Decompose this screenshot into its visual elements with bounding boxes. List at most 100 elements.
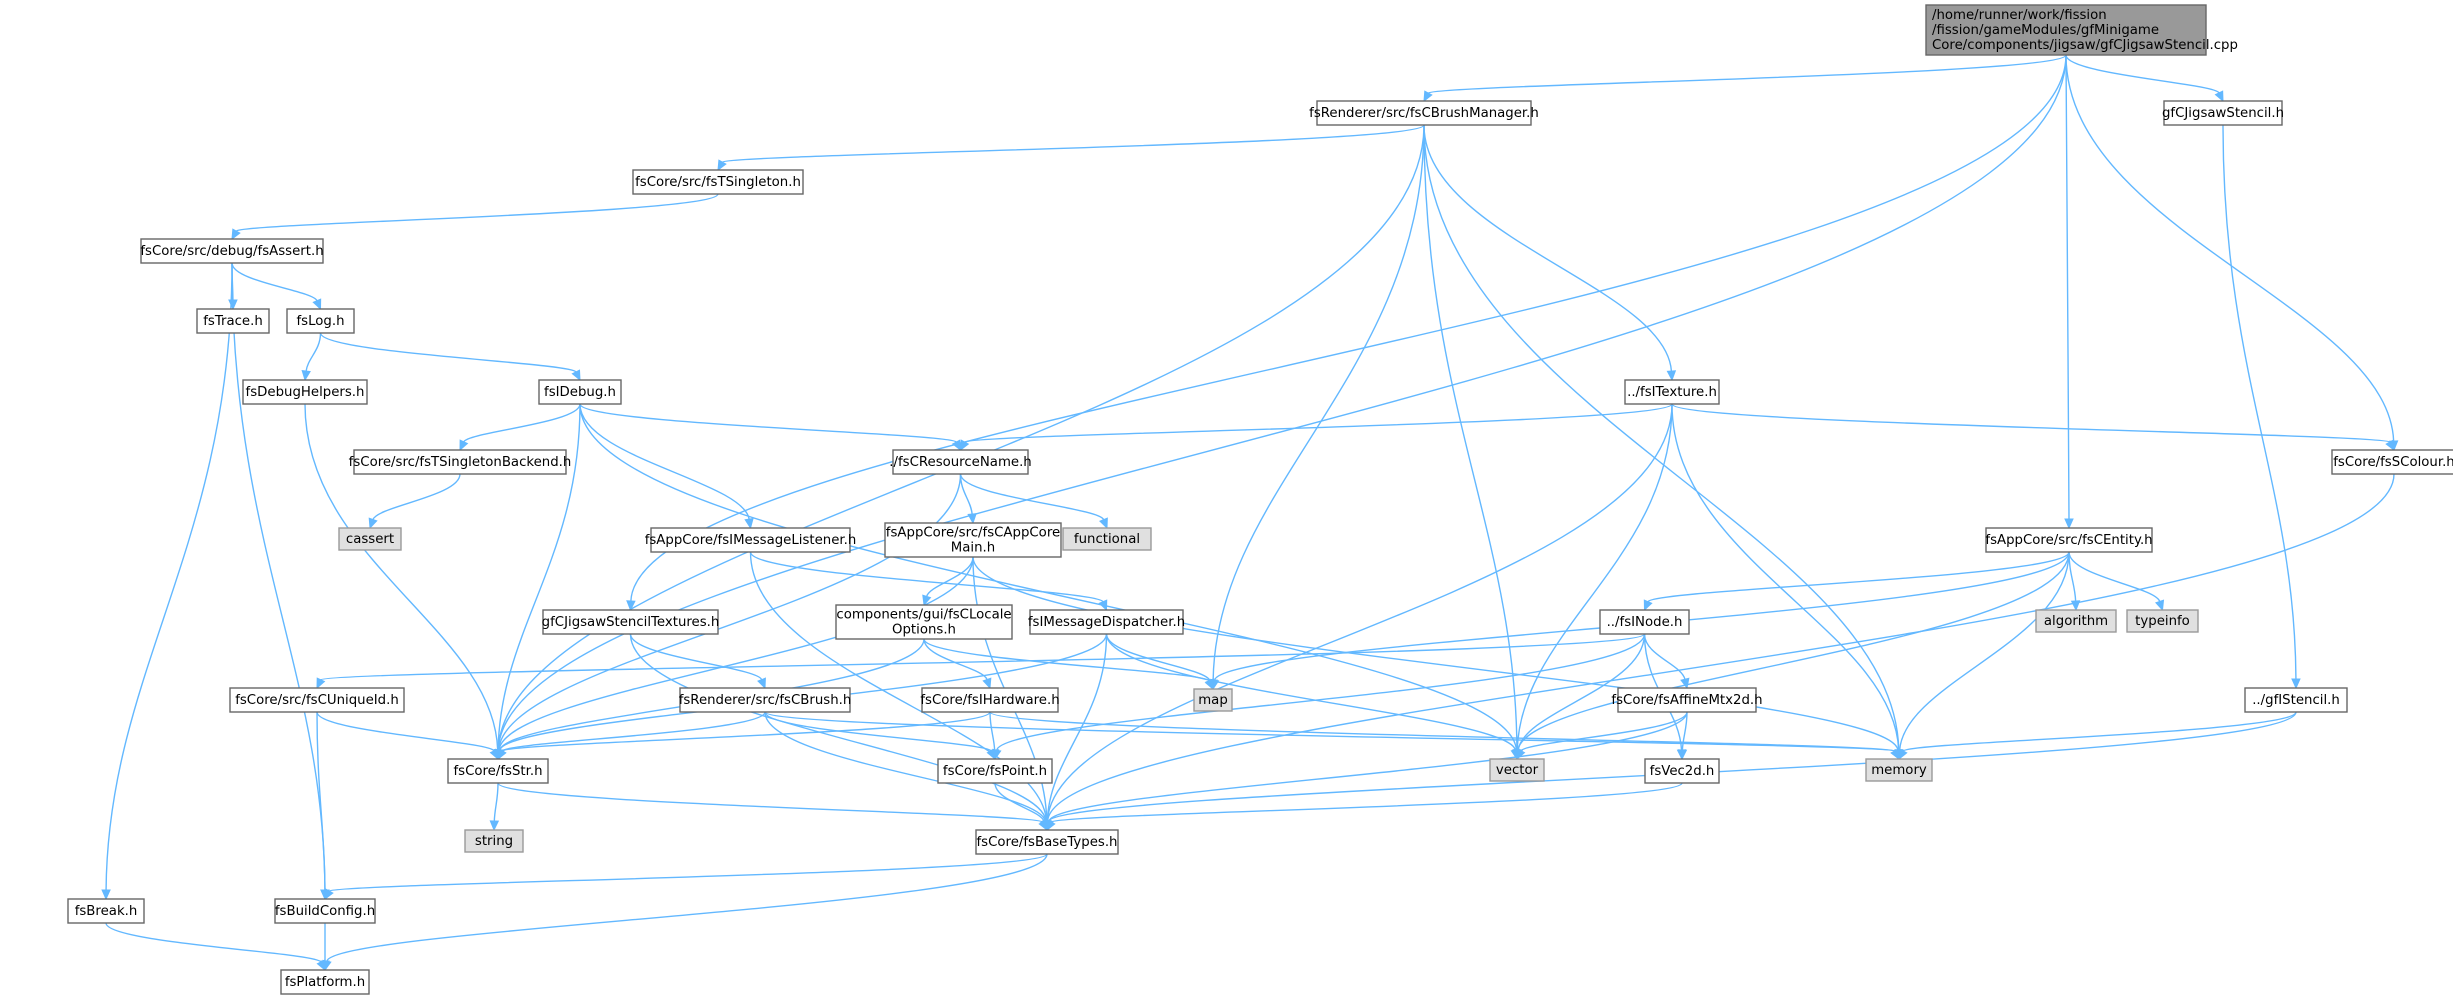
edge-fsstr-to-string	[489, 782, 500, 832]
node-resname[interactable]: ./fsCResourceName.h	[889, 449, 1032, 475]
edge-fsstr-to-basetypes	[497, 782, 1048, 832]
node-cbrush[interactable]: fsRenderer/src/fsCBrush.h	[679, 687, 852, 713]
edge-line	[1046, 403, 1673, 822]
node-fspoint[interactable]: fsCore/fsPoint.h	[937, 758, 1053, 784]
node-label: fsDebugHelpers.h	[246, 385, 365, 400]
node-stenciltex[interactable]: gfCJigsawStencilTextures.h	[542, 609, 720, 635]
edge-line	[1671, 403, 1900, 751]
node-box	[2163, 100, 2283, 126]
edge-affine-to-fsvec2d	[1677, 711, 1688, 761]
edge-line	[2065, 54, 2395, 442]
edge-arrowhead	[2070, 600, 2081, 612]
edge-fsidebug-to-resname	[579, 403, 962, 452]
edge-line	[579, 403, 957, 443]
edge-line	[497, 54, 2067, 751]
edge-arrowhead	[2064, 518, 2074, 530]
node-fstrace[interactable]: fsTrace.h	[196, 308, 270, 334]
edge-affine-to-basetypes	[1044, 711, 1688, 832]
edge-line	[316, 711, 326, 891]
edge-line	[319, 332, 577, 373]
node-msgdispatch[interactable]: fsIMessageDispatcher.h	[1028, 609, 1185, 635]
node-debughelpers[interactable]: fsDebugHelpers.h	[242, 379, 368, 405]
node-affine[interactable]: fsCore/fsAffineMtx2d.h	[1611, 687, 1763, 713]
node-label: typeinfo	[2135, 614, 2190, 629]
edge-line	[231, 262, 326, 891]
edge-line	[497, 124, 1425, 751]
node-box	[338, 527, 402, 551]
edge-line	[328, 853, 1048, 892]
node-box	[1062, 527, 1152, 551]
edge-arrowhead	[757, 677, 766, 690]
node-label: fsCore/fsStr.h	[453, 764, 542, 779]
edge-arrowhead	[951, 439, 962, 452]
node-platform[interactable]: fsPlatform.h	[280, 969, 370, 995]
edge-arrowhead	[1046, 819, 1056, 832]
edge-line	[630, 54, 2067, 602]
edge-line	[972, 556, 1899, 751]
edge-arrowhead	[312, 298, 322, 311]
node-fsvec2d[interactable]: fsVec2d.h	[1644, 758, 1720, 784]
edge-arrowhead	[2291, 678, 2301, 690]
node-label: ./fsCResourceName.h	[889, 455, 1031, 470]
edge-istencil-to-memory	[1898, 711, 2297, 761]
node-fsstr[interactable]: fsCore/fsStr.h	[447, 758, 549, 784]
node-box	[2331, 449, 2453, 475]
edge-affine-to-vector	[1516, 711, 1688, 761]
node-fsbreak[interactable]: fsBreak.h	[67, 898, 145, 924]
edge-brushmgr-to-tsingleton	[717, 124, 1425, 172]
node-label: Core/components/jigsaw/gfCJigsawStencil.…	[1932, 38, 2238, 53]
node-label: ../fsITexture.h	[1627, 385, 1717, 400]
edge-arrowhead	[497, 748, 507, 761]
node-gfjigsawh[interactable]: gfCJigsawStencil.h	[2162, 100, 2284, 126]
edge-arrowhead	[459, 439, 469, 452]
edge-msglistener-to-msgdispatch	[749, 551, 1108, 612]
node-box	[447, 758, 549, 784]
node-basetypes[interactable]: fsCore/fsBaseTypes.h	[975, 829, 1119, 855]
edge-arrowhead	[1423, 90, 1433, 103]
node-box	[921, 687, 1059, 713]
node-box	[650, 527, 851, 553]
node-ihardware[interactable]: fsCore/fsIHardware.h	[920, 687, 1060, 713]
node-brushmgr[interactable]: fsRenderer/src/fsCBrushManager.h	[1309, 100, 1539, 126]
node-scolour[interactable]: fsCore/fsSColour.h	[2331, 449, 2453, 475]
node-inode[interactable]: ../fsINode.h	[1599, 609, 1690, 635]
edge-arrowhead	[982, 677, 992, 690]
edge-line	[923, 638, 988, 680]
edge-arrowhead	[2385, 439, 2395, 452]
node-tsbackend[interactable]: fsCore/src/fsTSingletonBackend.h	[349, 449, 572, 475]
node-centity[interactable]: fsAppCore/src/fsCEntity.h	[1985, 527, 2153, 553]
edge-arrowhead	[922, 594, 932, 607]
edge-arrowhead	[2155, 599, 2165, 612]
edge-line	[721, 124, 1425, 163]
edge-uniqueid-to-buildconfig	[316, 711, 330, 901]
node-memory: memory	[1865, 758, 1933, 782]
edge-root-to-brushmgr	[1423, 54, 2067, 103]
edge-fsvec2d-to-basetypes	[1046, 782, 1683, 832]
node-tsingleton[interactable]: fsCore/src/fsTSingleton.h	[632, 169, 804, 195]
edge-arrowhead	[571, 369, 581, 382]
node-label: vector	[1496, 763, 1539, 778]
node-fslog[interactable]: fsLog.h	[286, 308, 355, 334]
node-fsassert[interactable]: fsCore/src/debug/fsAssert.h	[140, 238, 324, 264]
node-algorithm: algorithm	[2035, 609, 2117, 633]
node-istencil[interactable]: ../gfIStencil.h	[2244, 687, 2348, 713]
edge-basetypes-to-buildconfig	[324, 853, 1048, 901]
edge-root-to-centity	[2064, 54, 2074, 530]
edge-inode-to-affine	[1643, 633, 1690, 690]
node-label: functional	[1074, 532, 1140, 547]
node-msglistener[interactable]: fsAppCore/fsIMessageListener.h	[645, 527, 857, 553]
node-fsidebug[interactable]: fsIDebug.h	[538, 379, 622, 405]
node-buildconfig[interactable]: fsBuildConfig.h	[274, 898, 376, 924]
edge-centity-to-algorithm	[2068, 551, 2081, 612]
edge-line	[964, 403, 1673, 443]
node-itexture[interactable]: ../fsITexture.h	[1624, 379, 1720, 405]
edge-centity-to-memory	[1894, 551, 2070, 761]
node-box	[1316, 100, 1532, 126]
node-box	[274, 898, 376, 924]
node-label: fsBreak.h	[75, 904, 138, 919]
node-uniqueid[interactable]: fsCore/src/fsCUniqueId.h	[229, 687, 405, 713]
edge-line	[1423, 124, 1673, 372]
edge-appmain-to-localeopts	[922, 556, 974, 607]
